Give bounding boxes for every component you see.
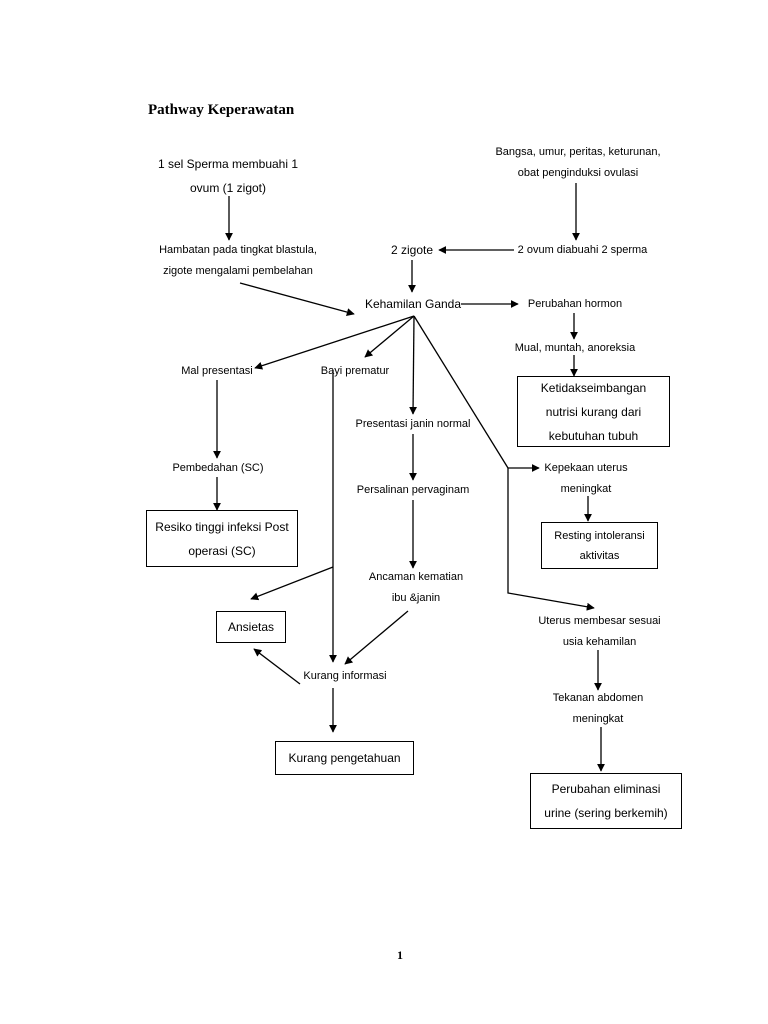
box-ansietas: Ansietas: [216, 611, 286, 643]
node-tekanan-line2: meningkat: [572, 713, 624, 725]
node-kepekaan: Kepekaan uterus meningkat: [530, 458, 642, 500]
node-factors-line1: Bangsa, umur, peritas, keturunan,: [495, 146, 661, 158]
node-blastula-line2: zigote mengalami pembelahan: [163, 265, 313, 277]
node-kepekaan-line1: Kepekaan uterus: [544, 462, 628, 474]
box-nutrisi: Ketidakseimbangan nutrisi kurang dari ke…: [517, 376, 670, 447]
box-resiko: Resiko tinggi infeksi Post operasi (SC): [146, 510, 298, 567]
node-sperm-line1: 1 sel Sperma membuahi 1: [157, 157, 299, 171]
node-sperm-line2: ovum (1 zigot): [189, 181, 267, 195]
box-nutrisi-line1: Ketidakseimbangan: [540, 380, 647, 395]
node-ancaman: Ancaman kematian ibu &janin: [358, 567, 474, 609]
node-uterus-membesar-line2: usia kehamilan: [562, 636, 637, 648]
box-eliminasi: Perubahan eliminasi urine (sering berkem…: [530, 773, 682, 829]
node-kepekaan-line2: meningkat: [560, 483, 612, 495]
box-ansietas-label: Ansietas: [227, 620, 275, 634]
node-bayi-prematur: Bayi prematur: [320, 365, 390, 377]
box-eliminasi-line1: Perubahan eliminasi: [551, 782, 661, 796]
box-intoleransi-line1: Resting intoleransi: [554, 529, 645, 542]
box-resiko-line1: Resiko tinggi infeksi Post: [155, 519, 289, 534]
node-ancaman-line2: ibu &janin: [391, 592, 441, 604]
node-blastula-line1: Hambatan pada tingkat blastula,: [159, 244, 317, 256]
arrow-kuranginfo-ansietas: [253, 648, 301, 685]
arrow-to-uterus-besar: [507, 468, 595, 611]
box-intoleransi: Resting intoleransi aktivitas: [541, 522, 658, 569]
node-mual: Mual, muntah, anoreksia: [514, 342, 636, 354]
page-number: 1: [397, 948, 403, 962]
node-uterus-membesar-line1: Uterus membesar sesuai: [538, 615, 661, 627]
arrow-ancaman-kuranginfo: [344, 610, 409, 665]
arrow-blastula-kehamilan: [239, 282, 355, 316]
arrow-kehamilan-prematur: [364, 315, 415, 358]
node-kehamilan-ganda: Kehamilan Ganda: [364, 297, 462, 311]
node-tekanan: Tekanan abdomen meningkat: [540, 688, 656, 730]
node-tekanan-line1: Tekanan abdomen: [552, 692, 644, 704]
arrow-kehamilan-normal: [409, 315, 418, 415]
node-factors-line2: obat penginduksi ovulasi: [517, 167, 639, 179]
node-ancaman-line1: Ancaman kematian: [368, 571, 464, 583]
arrow-prematur-ansietas: [250, 566, 334, 601]
arrow-kehamilan-kepekaan: [413, 315, 509, 469]
node-sperm: 1 sel Sperma membuahi 1 ovum (1 zigot): [138, 152, 318, 200]
box-resiko-line2: operasi (SC): [188, 543, 256, 558]
box-intoleransi-line2: aktivitas: [579, 549, 620, 562]
box-eliminasi-line2: urine (sering berkemih): [544, 806, 668, 820]
node-pembedahan: Pembedahan (SC): [172, 462, 264, 474]
node-mal-presentasi: Mal presentasi: [181, 365, 253, 377]
arrow-kehamilan-malpresentasi: [254, 315, 415, 370]
node-kurang-informasi: Kurang informasi: [303, 670, 387, 682]
node-presentasi-normal: Presentasi janin normal: [355, 418, 471, 430]
box-kurang-pengetahuan-label: Kurang pengetahuan: [288, 751, 401, 765]
node-blastula: Hambatan pada tingkat blastula, zigote m…: [138, 240, 338, 282]
node-factors: Bangsa, umur, peritas, keturunan, obat p…: [478, 142, 678, 184]
node-uterus-membesar: Uterus membesar sesuai usia kehamilan: [527, 611, 672, 653]
node-2-ovum: 2 ovum diabuahi 2 sperma: [517, 244, 648, 256]
box-kurang-pengetahuan: Kurang pengetahuan: [275, 741, 414, 775]
box-nutrisi-line3: kebutuhan tubuh: [548, 428, 639, 443]
node-2-zigote: 2 zigote: [390, 243, 434, 257]
node-persalinan: Persalinan pervaginam: [356, 484, 470, 496]
page-title: Pathway Keperawatan: [148, 102, 295, 118]
box-nutrisi-line2: nutrisi kurang dari: [545, 404, 642, 419]
node-perubahan-hormon: Perubahan hormon: [527, 298, 623, 310]
